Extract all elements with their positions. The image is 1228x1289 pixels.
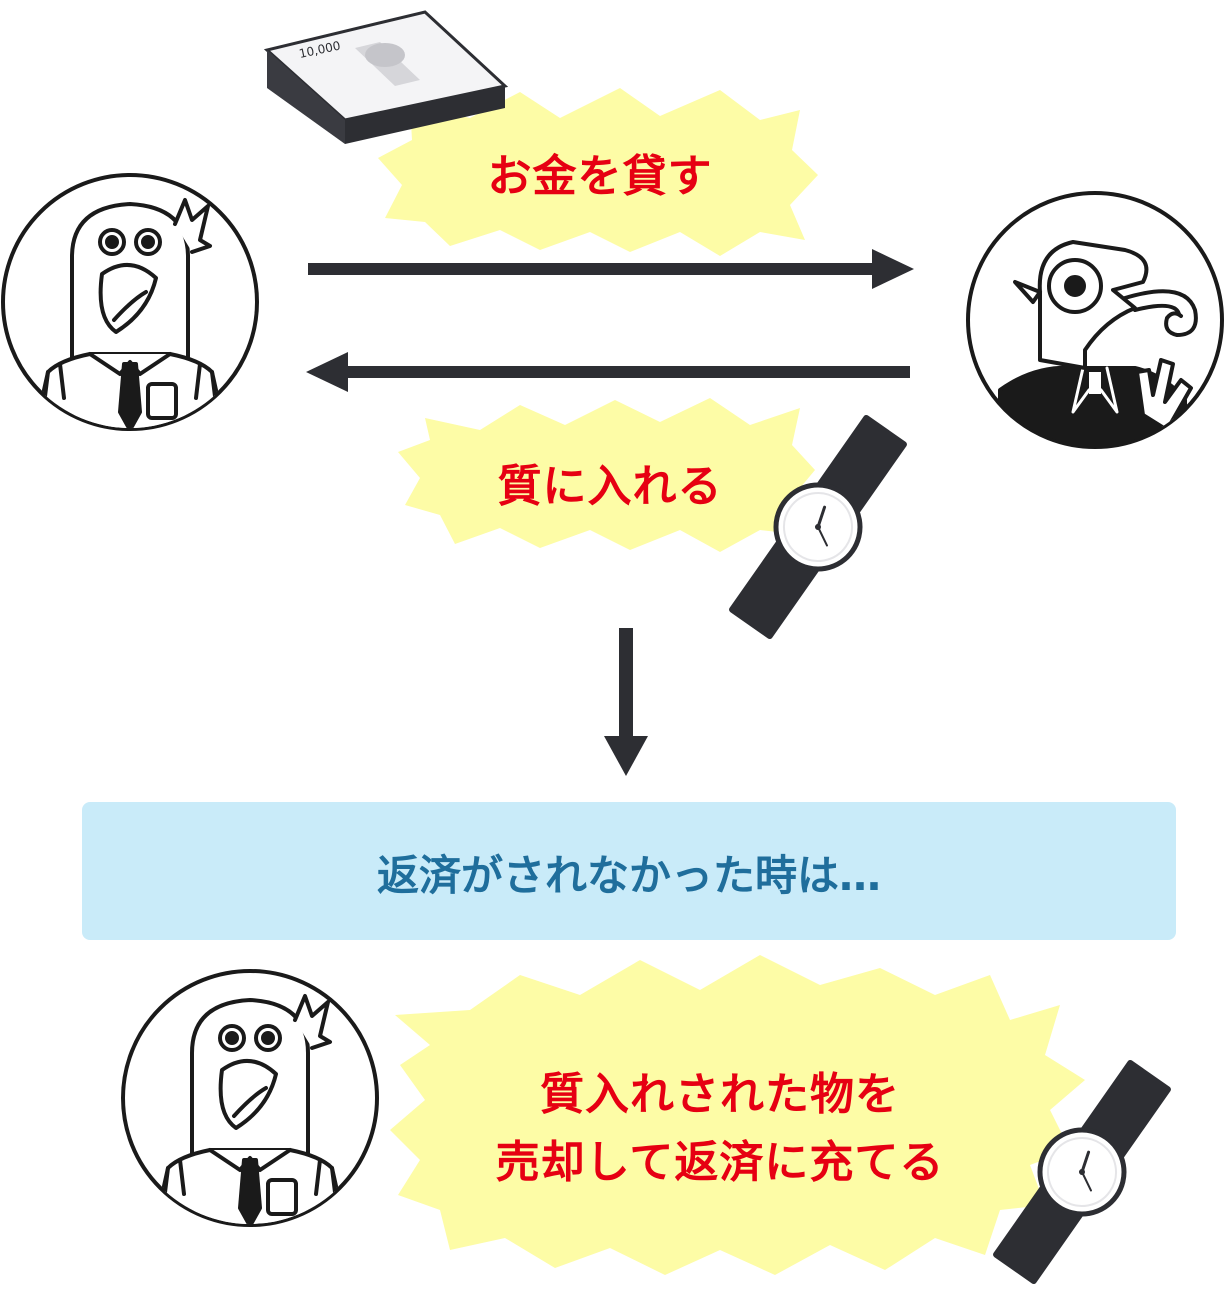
arrow-right — [308, 249, 914, 289]
borrower-parrot-avatar — [1, 173, 259, 431]
label-lend-money: お金を貸す — [487, 151, 713, 202]
arrow-down — [604, 628, 648, 776]
result-line-2: 売却して返済に充てる — [495, 1137, 945, 1188]
result-line-1: 質入れされた物を — [540, 1069, 900, 1120]
borrower-parrot-avatar-bottom — [121, 969, 379, 1227]
speech-burst-result — [390, 955, 1085, 1275]
condition-banner — [82, 802, 1176, 940]
wristwatch-icon — [729, 414, 907, 640]
speech-burst-pawn — [398, 398, 815, 552]
condition-text: 返済がされなかった時は… — [376, 851, 881, 900]
label-pawn-item: 質に入れる — [497, 461, 723, 512]
speech-burst-lend — [378, 88, 818, 256]
lender-chameleon-avatar — [966, 191, 1224, 449]
arrow-left — [306, 352, 910, 392]
banknote-stack-icon: 10,000 — [263, 10, 509, 144]
wristwatch-icon-bottom — [993, 1059, 1171, 1285]
